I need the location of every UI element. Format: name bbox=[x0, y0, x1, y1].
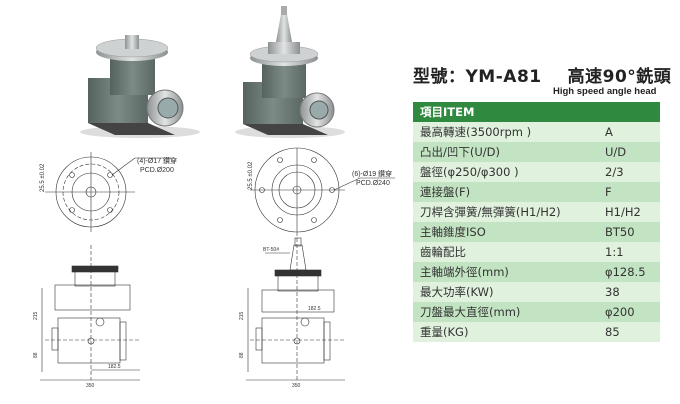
left-height-dim: 215 bbox=[33, 311, 39, 320]
left-tolerance-label: 25.5 ±0.02 bbox=[40, 163, 46, 192]
product-name: 高速90°銑頭 bbox=[567, 67, 672, 87]
item-name: 刀桿含彈簧/無彈簧(H1/H2) bbox=[413, 202, 598, 222]
item-value: 38 bbox=[598, 282, 660, 302]
table-row: 最大功率(KW)38 bbox=[413, 282, 660, 302]
item-name: 主軸端外徑(mm) bbox=[413, 262, 598, 282]
right-width-dim: 350 bbox=[292, 383, 301, 389]
right-base-dim: 88 bbox=[239, 352, 245, 358]
item-value: A bbox=[598, 122, 660, 142]
item-value: 1:1 bbox=[598, 242, 660, 262]
item-value: H1/H2 bbox=[598, 202, 660, 222]
item-value: 85 bbox=[598, 322, 660, 342]
angle-head-photo-2 bbox=[235, 6, 345, 138]
table-row: 最高轉速(3500rpm )A bbox=[413, 122, 660, 142]
angle-head-photo-1 bbox=[80, 35, 200, 138]
page-title: 型號：YM-A81 高速90°銑頭 bbox=[413, 62, 671, 87]
right-top-view-drawing bbox=[250, 147, 395, 233]
table-row: 連接盤(F)F bbox=[413, 182, 660, 202]
right-holes-label: (6)-Ø19 鑽穿 bbox=[352, 169, 392, 178]
right-side-view-drawing bbox=[246, 232, 345, 381]
left-offset-dim: 182.5 bbox=[108, 364, 121, 370]
table-row: 刀盤最大直徑(mm)φ200 bbox=[413, 302, 660, 322]
table-row: 凸出/凹下(U/D)U/D bbox=[413, 142, 660, 162]
item-value: 2/3 bbox=[598, 162, 660, 182]
table-header-row: 項目ITEM bbox=[413, 102, 660, 122]
table-header: 項目ITEM bbox=[413, 102, 660, 122]
item-name: 主軸錐度ISO bbox=[413, 222, 598, 242]
item-name: 最高轉速(3500rpm ) bbox=[413, 122, 598, 142]
item-value: BT50 bbox=[598, 222, 660, 242]
right-height-dim: 215 bbox=[239, 311, 245, 320]
table-row: 盤徑(φ250/φ300 )2/3 bbox=[413, 162, 660, 182]
table-row: 重量(KG)85 bbox=[413, 322, 660, 342]
left-side-view-drawing bbox=[40, 245, 140, 381]
item-name: 齒輪配比 bbox=[413, 242, 598, 262]
subtitle: High speed angle head bbox=[553, 86, 657, 97]
item-name: 重量(KG) bbox=[413, 322, 598, 342]
item-name: 最大功率(KW) bbox=[413, 282, 598, 302]
item-value: F bbox=[598, 182, 660, 202]
right-taper-label: BT-50# bbox=[263, 247, 279, 253]
left-holes-label: (4)-Ø17 鑽穿 bbox=[137, 156, 177, 165]
item-value: φ200 bbox=[598, 302, 660, 322]
right-tolerance-label: 25.5 ±0.02 bbox=[248, 161, 254, 190]
item-name: 凸出/凹下(U/D) bbox=[413, 142, 598, 162]
item-value: φ128.5 bbox=[598, 262, 660, 282]
right-offset-dim: 182.5 bbox=[308, 306, 321, 312]
left-width-dim: 350 bbox=[86, 383, 95, 389]
right-pcd-label: PCD.Ø240 bbox=[356, 180, 390, 187]
left-pcd-label: PCD.Ø200 bbox=[140, 167, 174, 174]
item-name: 盤徑(φ250/φ300 ) bbox=[413, 162, 598, 182]
item-name: 刀盤最大直徑(mm) bbox=[413, 302, 598, 322]
item-value: U/D bbox=[598, 142, 660, 162]
left-base-dim: 88 bbox=[33, 352, 39, 358]
table-row: 主軸端外徑(mm)φ128.5 bbox=[413, 262, 660, 282]
left-top-view-drawing bbox=[45, 152, 175, 232]
model-label: 型號：YM-A81 bbox=[413, 67, 542, 87]
table-row: 刀桿含彈簧/無彈簧(H1/H2)H1/H2 bbox=[413, 202, 660, 222]
item-name: 連接盤(F) bbox=[413, 182, 598, 202]
